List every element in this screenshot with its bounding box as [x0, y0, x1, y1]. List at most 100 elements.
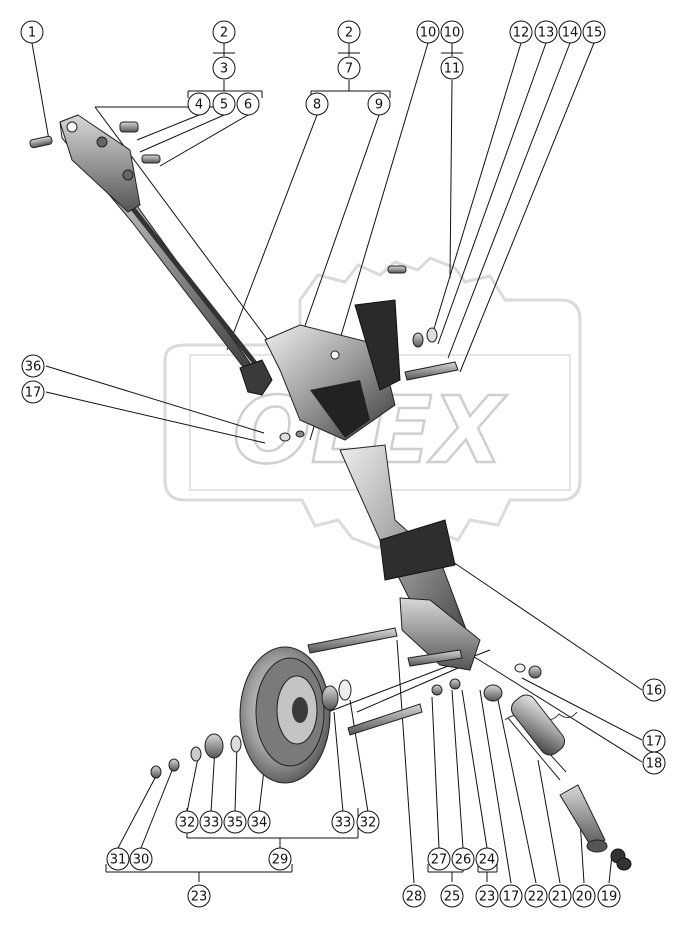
callout-number: 21 — [552, 890, 569, 905]
callout-number: 4 — [195, 98, 203, 113]
callout-5: 5 — [212, 92, 236, 116]
callout-number: 33 — [203, 816, 220, 831]
callout-33: 33 — [331, 810, 355, 834]
callout-circle — [572, 884, 596, 908]
callout-17: 17 — [499, 884, 523, 908]
callout-circle — [597, 884, 621, 908]
callout-9: 9 — [367, 92, 391, 116]
callout-circle — [175, 810, 199, 834]
callout-number: 10 — [420, 26, 437, 41]
callout-number: 17 — [503, 890, 520, 905]
long-bolts — [307, 627, 463, 736]
callout-33: 33 — [199, 810, 223, 834]
callout-3: 3 — [212, 56, 236, 80]
callout-number: 10 — [444, 26, 461, 41]
small-hardware — [119, 121, 407, 274]
callout-number: 3 — [220, 62, 228, 77]
callout-number: 32 — [179, 816, 196, 831]
callout-30: 30 — [129, 847, 153, 871]
callout-number: 9 — [375, 98, 383, 113]
callout-circle — [187, 884, 211, 908]
callout-number: 31 — [110, 853, 127, 868]
callout-number: 28 — [406, 890, 423, 905]
callout-circle — [427, 847, 451, 871]
callout-circle — [187, 92, 211, 116]
callout-circle — [475, 884, 499, 908]
callout-number: 23 — [479, 890, 496, 905]
callout-17: 17 — [642, 729, 666, 753]
callout-number: 5 — [220, 98, 228, 113]
callout-24: 24 — [475, 847, 499, 871]
callout-circle — [499, 884, 523, 908]
callout-number: 18 — [646, 757, 663, 772]
callout-number: 20 — [576, 890, 593, 905]
callout-circle — [548, 884, 572, 908]
callout-number: 33 — [335, 816, 352, 831]
callout-circle — [534, 20, 558, 44]
callout-32: 32 — [175, 810, 199, 834]
callout-number: 15 — [586, 26, 603, 41]
callout-12: 12 — [509, 20, 533, 44]
callout-number: 29 — [272, 853, 289, 868]
callout-25: 25 — [440, 884, 464, 908]
mounting-bracket — [264, 299, 401, 441]
shaft-bolt — [404, 361, 459, 381]
callout-circle — [20, 20, 44, 44]
callout-circle — [268, 847, 292, 871]
callout-17: 17 — [21, 380, 45, 404]
callout-circle — [212, 20, 236, 44]
callout-circle — [212, 56, 236, 80]
callout-11: 11 — [440, 56, 464, 80]
callout-circle — [129, 847, 153, 871]
callout-circle — [642, 751, 666, 775]
rubber-boot — [239, 359, 273, 396]
callout-circle — [524, 884, 548, 908]
callout-circle — [558, 20, 582, 44]
callout-number: 26 — [455, 853, 472, 868]
callout-circle — [305, 92, 329, 116]
callout-15: 15 — [582, 20, 606, 44]
spring-bolt — [559, 784, 632, 871]
callout-circle — [440, 884, 464, 908]
callout-number: 2 — [345, 26, 353, 41]
callout-circle — [402, 884, 426, 908]
callout-23: 23 — [187, 884, 211, 908]
callout-circle — [337, 20, 361, 44]
callout-number: 17 — [646, 735, 663, 750]
callout-circle — [416, 20, 440, 44]
callout-circle — [337, 56, 361, 80]
callout-16: 16 — [642, 678, 666, 702]
callout-circle — [331, 810, 355, 834]
callout-number: 23 — [191, 890, 208, 905]
callout-number: 34 — [251, 816, 268, 831]
callout-10: 10 — [416, 20, 440, 44]
callout-18: 18 — [642, 751, 666, 775]
callout-circle — [21, 354, 45, 378]
callout-28: 28 — [402, 884, 426, 908]
callout-10: 10 — [440, 20, 464, 44]
washers — [279, 327, 438, 442]
callout-7: 7 — [337, 56, 361, 80]
callout-21: 21 — [548, 884, 572, 908]
callout-number: 2 — [220, 26, 228, 41]
callout-31: 31 — [106, 847, 130, 871]
callout-20: 20 — [572, 884, 596, 908]
callout-circle — [356, 810, 380, 834]
callout-number: 22 — [528, 890, 545, 905]
callout-34: 34 — [247, 810, 271, 834]
callout-number: 16 — [646, 684, 663, 699]
callout-number: 13 — [538, 26, 555, 41]
callout-number: 14 — [562, 26, 579, 41]
callout-circle — [440, 56, 464, 80]
callout-circle — [509, 20, 533, 44]
callout-number: 11 — [444, 62, 461, 77]
callout-22: 22 — [524, 884, 548, 908]
callout-2: 2 — [337, 20, 361, 44]
callout-number: 19 — [601, 890, 618, 905]
callout-35: 35 — [223, 810, 247, 834]
callout-26: 26 — [451, 847, 475, 871]
callout-2: 2 — [212, 20, 236, 44]
callout-circle — [212, 92, 236, 116]
